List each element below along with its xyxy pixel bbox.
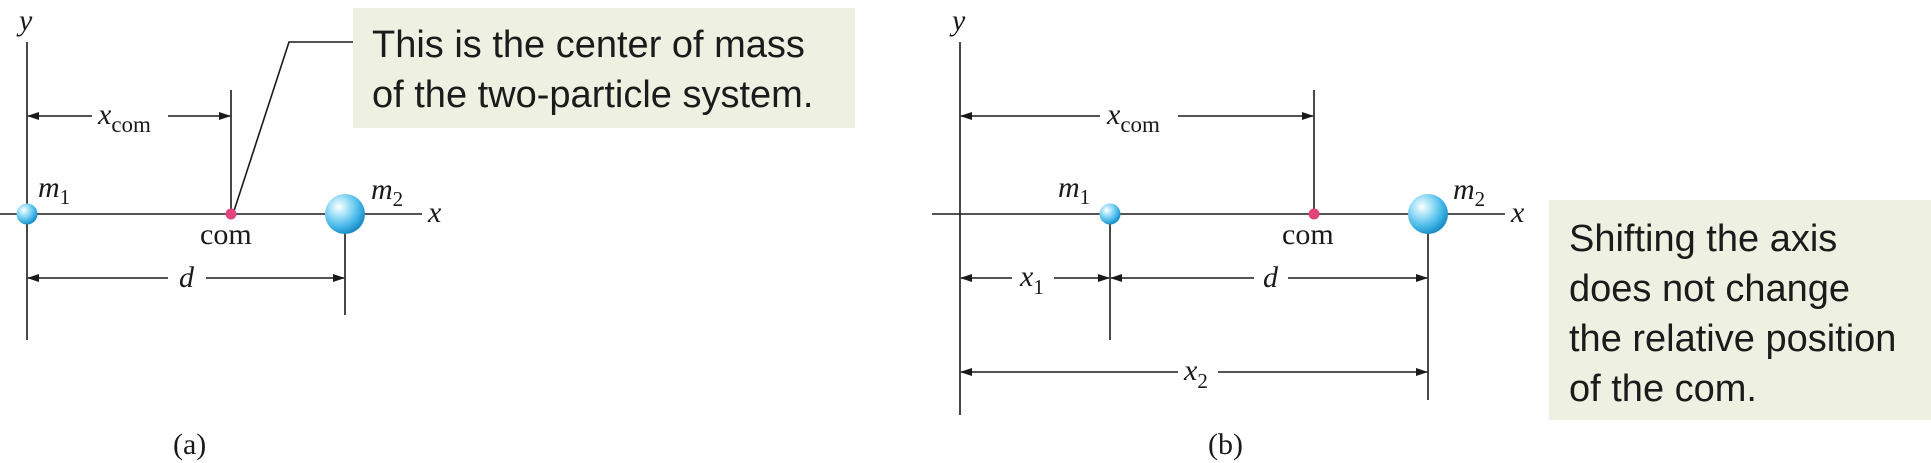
callout-b-line-3: the relative position [1569, 318, 1897, 360]
mass-1-label-b: m1 [1058, 171, 1090, 209]
callout-a-line-1: This is the center of mass [372, 24, 805, 66]
com-dot-b [1308, 208, 1320, 220]
caption-b: (b) [1208, 428, 1243, 461]
callout-b-line-2: does not change [1569, 268, 1851, 310]
mass-2-particle-a [325, 194, 365, 234]
d-label-b: d [1263, 261, 1279, 294]
x-axis-label-b: x [1510, 196, 1525, 229]
mass-2-label-b: m2 [1453, 173, 1485, 211]
d-label-a: d [179, 261, 195, 294]
mass-2-label-a: m2 [371, 173, 403, 211]
callout-leader-a [232, 41, 353, 215]
mass-1-label-a: m1 [38, 171, 70, 209]
caption-a: (a) [173, 428, 206, 461]
y-axis-label-b: y [949, 4, 966, 37]
callout-box-a: This is the center of mass of the two-pa… [353, 8, 855, 128]
callout-b-line-4: of the com. [1569, 368, 1757, 410]
com-label-a: com [200, 218, 252, 251]
com-label-b: com [1282, 218, 1334, 251]
y-axis-label-a: y [16, 4, 33, 37]
callout-a-line-2: of the two-particle system. [372, 74, 814, 116]
xcom-label-a: xcom [97, 98, 151, 137]
x1-label-b: x1 [1019, 260, 1044, 299]
mass-1-particle-b [1099, 203, 1121, 225]
x-axis-label-a: x [427, 196, 442, 229]
com-dot-a [225, 208, 237, 220]
callout-b-line-1: Shifting the axis [1569, 218, 1838, 260]
callout-box-b: Shifting the axis does not change the re… [1549, 200, 1931, 420]
mass-1-particle-a [16, 203, 38, 225]
mass-2-particle-b [1408, 194, 1448, 234]
x2-label-b: x2 [1183, 354, 1208, 393]
xcom-label-b: xcom [1106, 98, 1160, 137]
